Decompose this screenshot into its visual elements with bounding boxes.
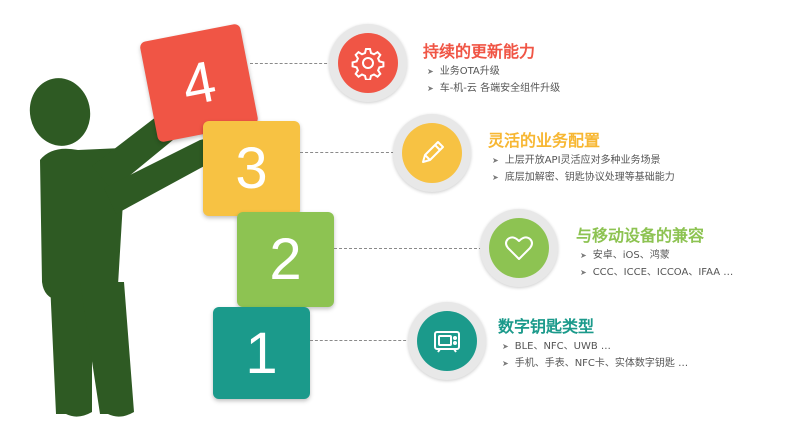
item-3-bullets: ➤上层开放API灵活应对多种业务场景 ➤底层加解密、钥匙协议处理等基础能力	[492, 152, 675, 186]
list-item: ➤上层开放API灵活应对多种业务场景	[492, 152, 675, 169]
list-item: ➤手机、手表、NFC卡、实体数字钥匙 …	[502, 355, 688, 372]
item-3-title: 灵活的业务配置	[488, 127, 600, 151]
block-1: 1	[213, 307, 310, 399]
item-4-bullets: ➤业务OTA升级 ➤车-机-云 各端安全组件升级	[427, 63, 560, 97]
block-number: 2	[269, 226, 301, 293]
item-4-circle	[329, 24, 407, 102]
connector-4	[250, 63, 332, 64]
item-2-title: 与移动设备的兼容	[576, 222, 704, 246]
item-1-circle	[408, 302, 486, 380]
list-item: ➤BLE、NFC、UWB …	[502, 338, 688, 355]
figure-head	[24, 73, 97, 152]
list-item: ➤CCC、ICCE、ICCOA、IFAA …	[580, 264, 733, 281]
block-2: 2	[237, 212, 334, 307]
list-item: ➤底层加解密、钥匙协议处理等基础能力	[492, 169, 675, 186]
list-item: ➤安卓、iOS、鸿蒙	[580, 247, 733, 264]
list-item: ➤车-机-云 各端安全组件升级	[427, 80, 560, 97]
block-3: 3	[203, 121, 300, 216]
item-1-bullets: ➤BLE、NFC、UWB … ➤手机、手表、NFC卡、实体数字钥匙 …	[502, 338, 688, 372]
pencil-icon	[415, 136, 449, 170]
connector-1	[310, 340, 411, 341]
item-4-title: 持续的更新能力	[423, 38, 535, 62]
list-item: ➤业务OTA升级	[427, 63, 560, 80]
block-number: 3	[235, 135, 267, 202]
heart-icon	[502, 231, 536, 265]
block-number: 4	[177, 47, 221, 119]
monitor-icon	[430, 324, 464, 358]
item-2-bullets: ➤安卓、iOS、鸿蒙 ➤CCC、ICCE、ICCOA、IFAA …	[580, 247, 733, 281]
item-3-circle	[393, 114, 471, 192]
connector-3	[300, 152, 394, 153]
gear-icon	[351, 46, 385, 80]
block-number: 1	[245, 320, 277, 387]
connector-2	[334, 248, 482, 249]
item-1-title: 数字钥匙类型	[498, 313, 594, 337]
item-2-circle	[480, 209, 558, 287]
